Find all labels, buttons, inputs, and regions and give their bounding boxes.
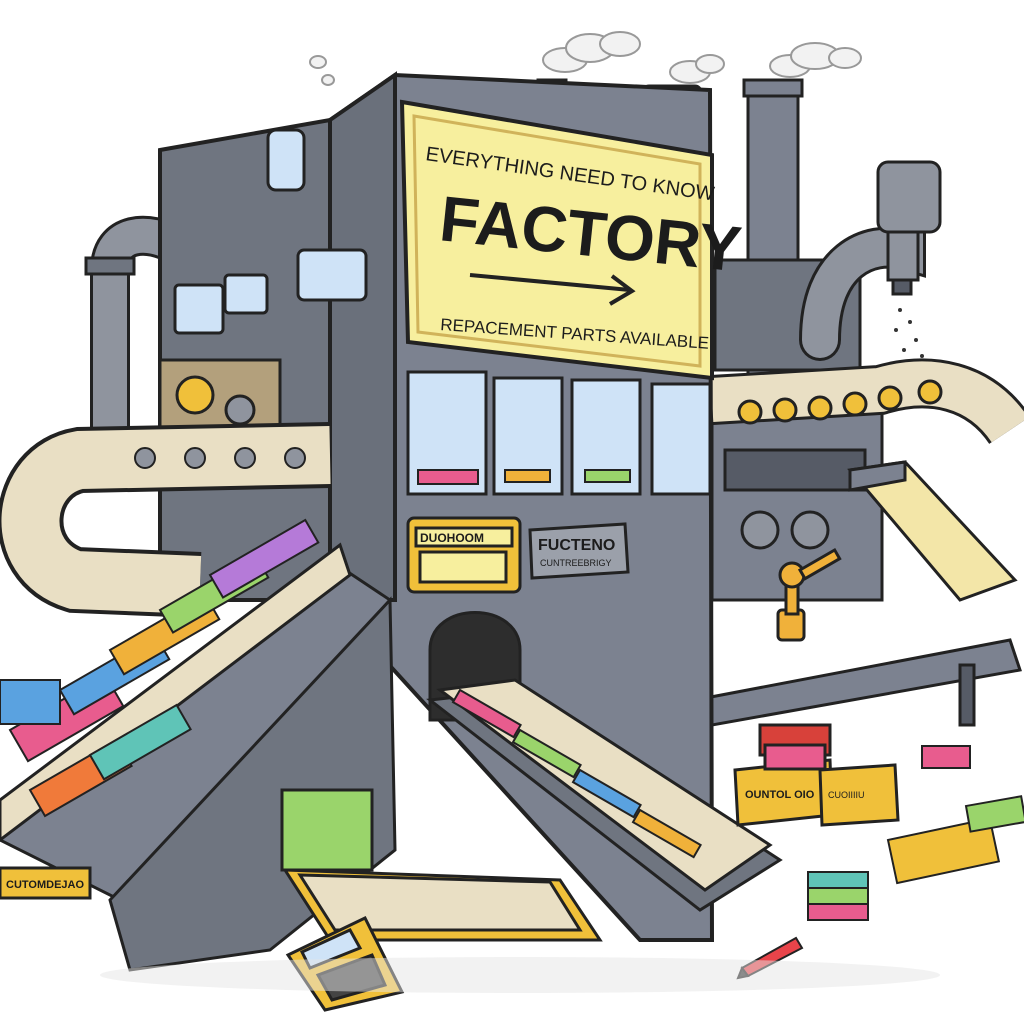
crate-left-label: OUNTOL OIO [745,789,815,801]
robot-arm-icon [776,547,842,642]
small-plate [528,522,630,580]
nozzle [876,160,942,296]
bottom-left-label [0,866,92,900]
left-pipe-ring [84,256,136,276]
book-icon [417,469,631,485]
sprinkles [894,308,924,358]
book-icon [8,518,320,818]
right-ramp [847,460,1018,602]
book-icon [0,679,1024,921]
small-plate-label: FUCTENO [538,537,615,554]
crate-right-label: CUOIIIIU [828,790,865,800]
right-machine [710,258,884,602]
smoke-icon [309,31,862,86]
gear-icon [737,379,943,425]
ground-shadow [100,957,940,993]
window-icon [173,128,368,335]
left-panel [406,516,522,594]
left-panel-label: DUOHOOM [420,531,484,545]
crate-icon [733,723,900,827]
arrow-icon [469,273,636,306]
small-plate-sub: CUNTREEBRIGY [540,558,612,568]
book-icon [451,688,702,859]
gear-icon [134,447,306,469]
factory-sign [399,99,714,381]
bottom-left-text: CUTOMDEJAO [6,879,84,891]
